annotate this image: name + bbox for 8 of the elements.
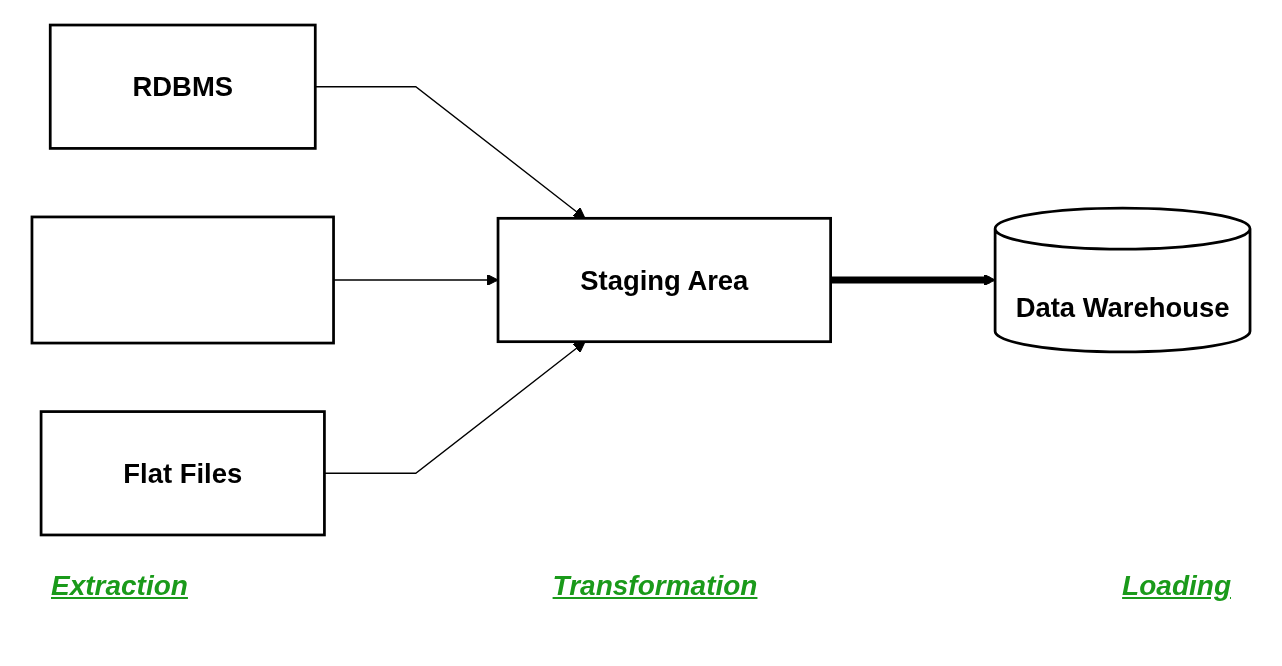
node-box: RDBMS (48, 23, 317, 150)
arrow (830, 273, 996, 287)
phase-label: Transformation (552, 570, 758, 602)
phase-label: Loading (1122, 570, 1231, 602)
node-box: Flat Files (39, 410, 326, 537)
phase-label: Extraction (51, 570, 188, 602)
node-box: Staging Area (496, 216, 832, 344)
node-box (30, 215, 335, 345)
